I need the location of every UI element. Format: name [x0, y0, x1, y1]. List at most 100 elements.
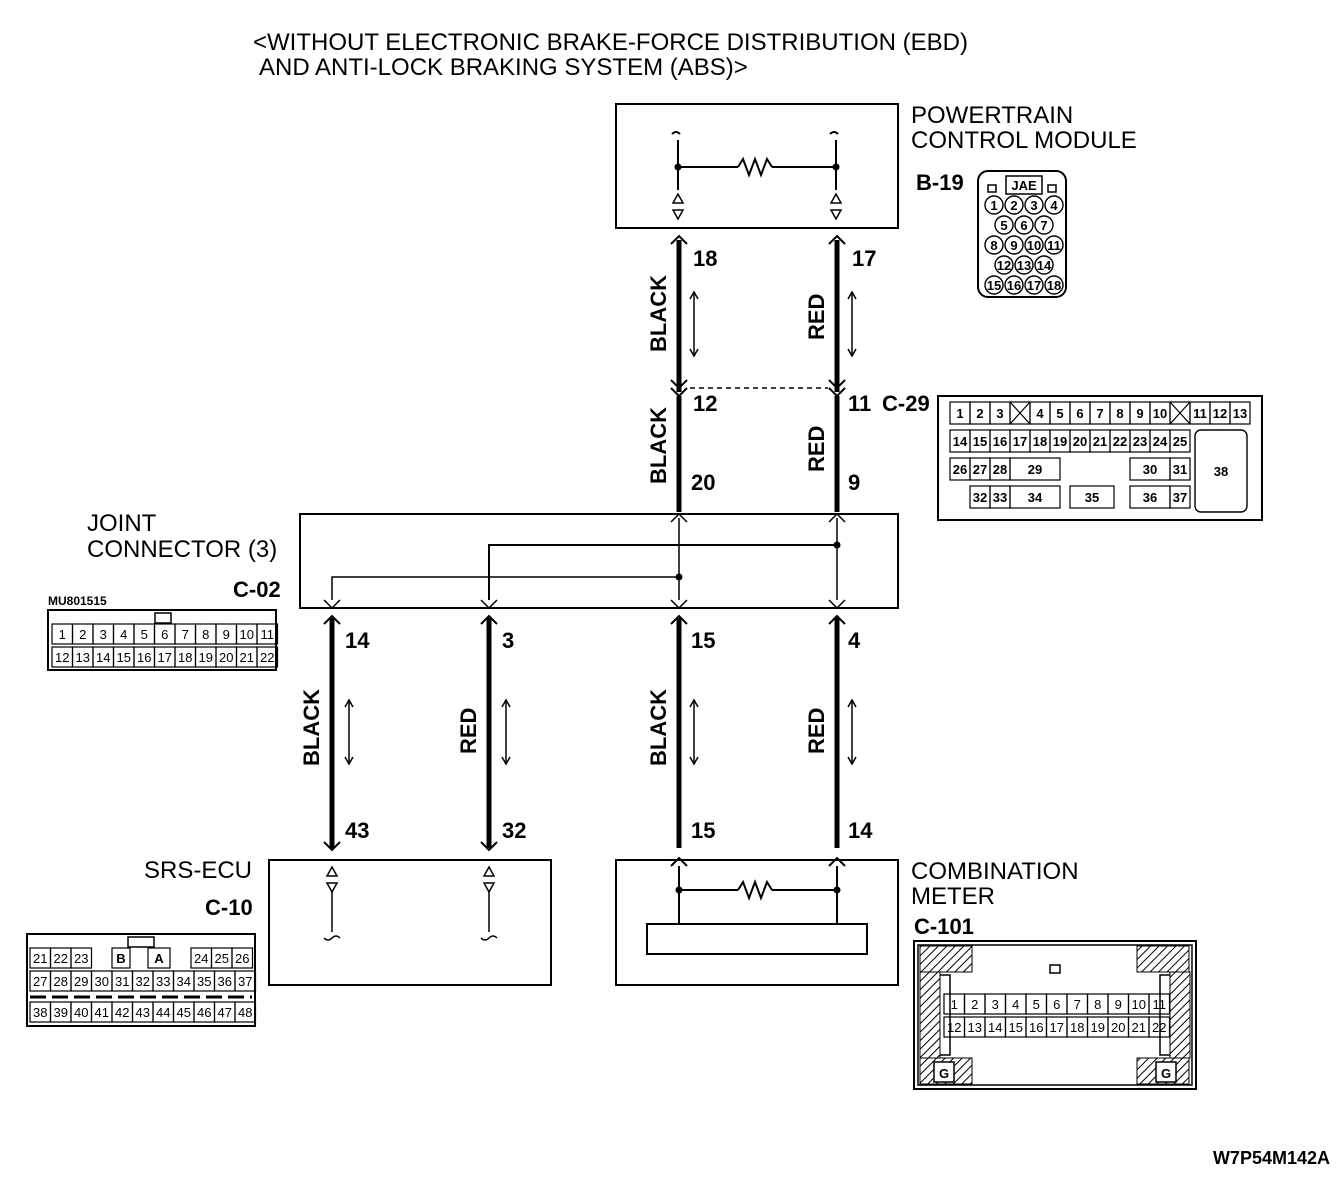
c10-pin: 32	[136, 974, 150, 989]
wire-label-red-3: RED	[456, 708, 481, 754]
pcm-right-pin: 17	[852, 246, 876, 271]
b19-pin: 13	[1017, 258, 1031, 273]
joint-name-line-2: CONNECTOR (3)	[87, 536, 277, 563]
c10-pin: 38	[33, 1005, 47, 1020]
c29-pin: 26	[953, 462, 967, 477]
c02-pin: 1	[59, 627, 66, 642]
c10-pin: 43	[136, 1005, 150, 1020]
c10-pin: 48	[238, 1005, 252, 1020]
c29-pin: 30	[1143, 462, 1157, 477]
pcm-name-line-2: CONTROL MODULE	[911, 127, 1137, 154]
c29-pin: 22	[1113, 434, 1127, 449]
current-direction-arrows	[344, 290, 857, 766]
c29-pin: 19	[1053, 434, 1067, 449]
c29-pin: 7	[1096, 406, 1103, 421]
c29-pin: 8	[1116, 406, 1123, 421]
c02-pin: 20	[219, 650, 233, 665]
pcm-name-line-1: POWERTRAIN	[911, 102, 1073, 129]
joint-out-pin: 3	[502, 628, 514, 653]
c29-pin: 14	[953, 434, 968, 449]
c29-pin: 35	[1085, 490, 1099, 505]
c101-pin: 11	[1153, 997, 1167, 1012]
c02-pin: 5	[141, 627, 148, 642]
c29-left-pin: 12	[693, 391, 717, 416]
wire-label-red-1: RED	[804, 294, 829, 340]
c29-pin: 13	[1233, 406, 1247, 421]
joint-out-pin: 15	[691, 628, 715, 653]
device-pin: 43	[345, 818, 369, 843]
c101-pin: 2	[971, 997, 978, 1012]
b19-pin: 5	[1000, 218, 1007, 233]
figure-code: W7P54M142A	[1213, 1148, 1330, 1168]
title-line-2: AND ANTI-LOCK BRAKING SYSTEM (ABS)>	[259, 54, 748, 81]
c101-pin: 15	[1009, 1020, 1023, 1035]
c10-pin: 46	[197, 1005, 211, 1020]
c10-pin: 30	[95, 974, 109, 989]
joint-in-right-pin: 9	[848, 470, 860, 495]
c10-pin: 39	[54, 1005, 68, 1020]
pcm-internal-resistor	[671, 131, 839, 190]
joint-in-left-pin: 20	[691, 470, 715, 495]
c101-pin: 10	[1132, 997, 1146, 1012]
c10-pin: 44	[156, 1005, 170, 1020]
c101-pin: 20	[1111, 1020, 1125, 1035]
c29-pin: 21	[1093, 434, 1107, 449]
c02-pin: 16	[137, 650, 151, 665]
b19-pin: 10	[1027, 238, 1041, 253]
c10-pin: 29	[74, 974, 88, 989]
c101-pin: 21	[1132, 1020, 1146, 1035]
c10-pin: 31	[115, 974, 129, 989]
c29-right-pin: 11	[848, 391, 871, 416]
b19-pin: 15	[987, 278, 1001, 293]
c29-pin: 24	[1153, 434, 1168, 449]
c02-pin: 11	[261, 627, 275, 642]
b19-pin: 2	[1010, 198, 1017, 213]
c29-pin: 10	[1153, 406, 1167, 421]
joint-out-pin: 4	[848, 628, 861, 653]
c29-pin: 31	[1173, 462, 1187, 477]
device-pin: 14	[848, 818, 873, 843]
c10-pin: A	[154, 951, 164, 966]
c02-pin: 3	[100, 627, 107, 642]
c02-pin: 18	[178, 650, 192, 665]
c101-pin: 8	[1094, 997, 1101, 1012]
wire-label-black-2: BLACK	[646, 407, 671, 484]
b19-pin: 3	[1030, 198, 1037, 213]
c10-pin: 26	[235, 951, 249, 966]
c10-pin: 24	[194, 951, 208, 966]
joint-part-number: MU801515	[48, 594, 107, 608]
wire-label-red-4: RED	[804, 708, 829, 754]
c29-pin: 36	[1143, 490, 1157, 505]
b19-pin: 16	[1007, 278, 1021, 293]
c101-pin: 12	[947, 1020, 961, 1035]
c10-pin: 28	[54, 974, 68, 989]
c02-pin: 12	[55, 650, 69, 665]
joint-out-pin: 14	[345, 628, 370, 653]
pcm-terminal-symbols	[671, 192, 843, 221]
b19-pin: 6	[1020, 218, 1027, 233]
c10-pin: 25	[215, 951, 229, 966]
b19-brand: JAE	[1011, 178, 1037, 193]
c02-pin: 9	[223, 627, 230, 642]
c29-pin: 28	[993, 462, 1007, 477]
b19-pin: 8	[990, 238, 997, 253]
c29-pin: 23	[1133, 434, 1147, 449]
c101-pin: 14	[988, 1020, 1002, 1035]
c101-pin: 6	[1053, 997, 1060, 1012]
c10-pin: 21	[33, 951, 47, 966]
c101-pin: 22	[1152, 1020, 1166, 1035]
c29-pin: 27	[973, 462, 987, 477]
c29-pin: 33	[993, 490, 1007, 505]
c29-pin: 9	[1136, 406, 1143, 421]
c10-pin: 34	[177, 974, 191, 989]
c101-pin: 5	[1033, 997, 1040, 1012]
b19-pin: 7	[1040, 218, 1047, 233]
c29-pin: 38	[1214, 464, 1228, 479]
wire-label-black-1: BLACK	[646, 275, 671, 352]
c29-pin: 17	[1013, 434, 1027, 449]
c02-pin: 19	[199, 650, 213, 665]
b19-pin: 12	[997, 258, 1011, 273]
c29-pin: 15	[973, 434, 987, 449]
